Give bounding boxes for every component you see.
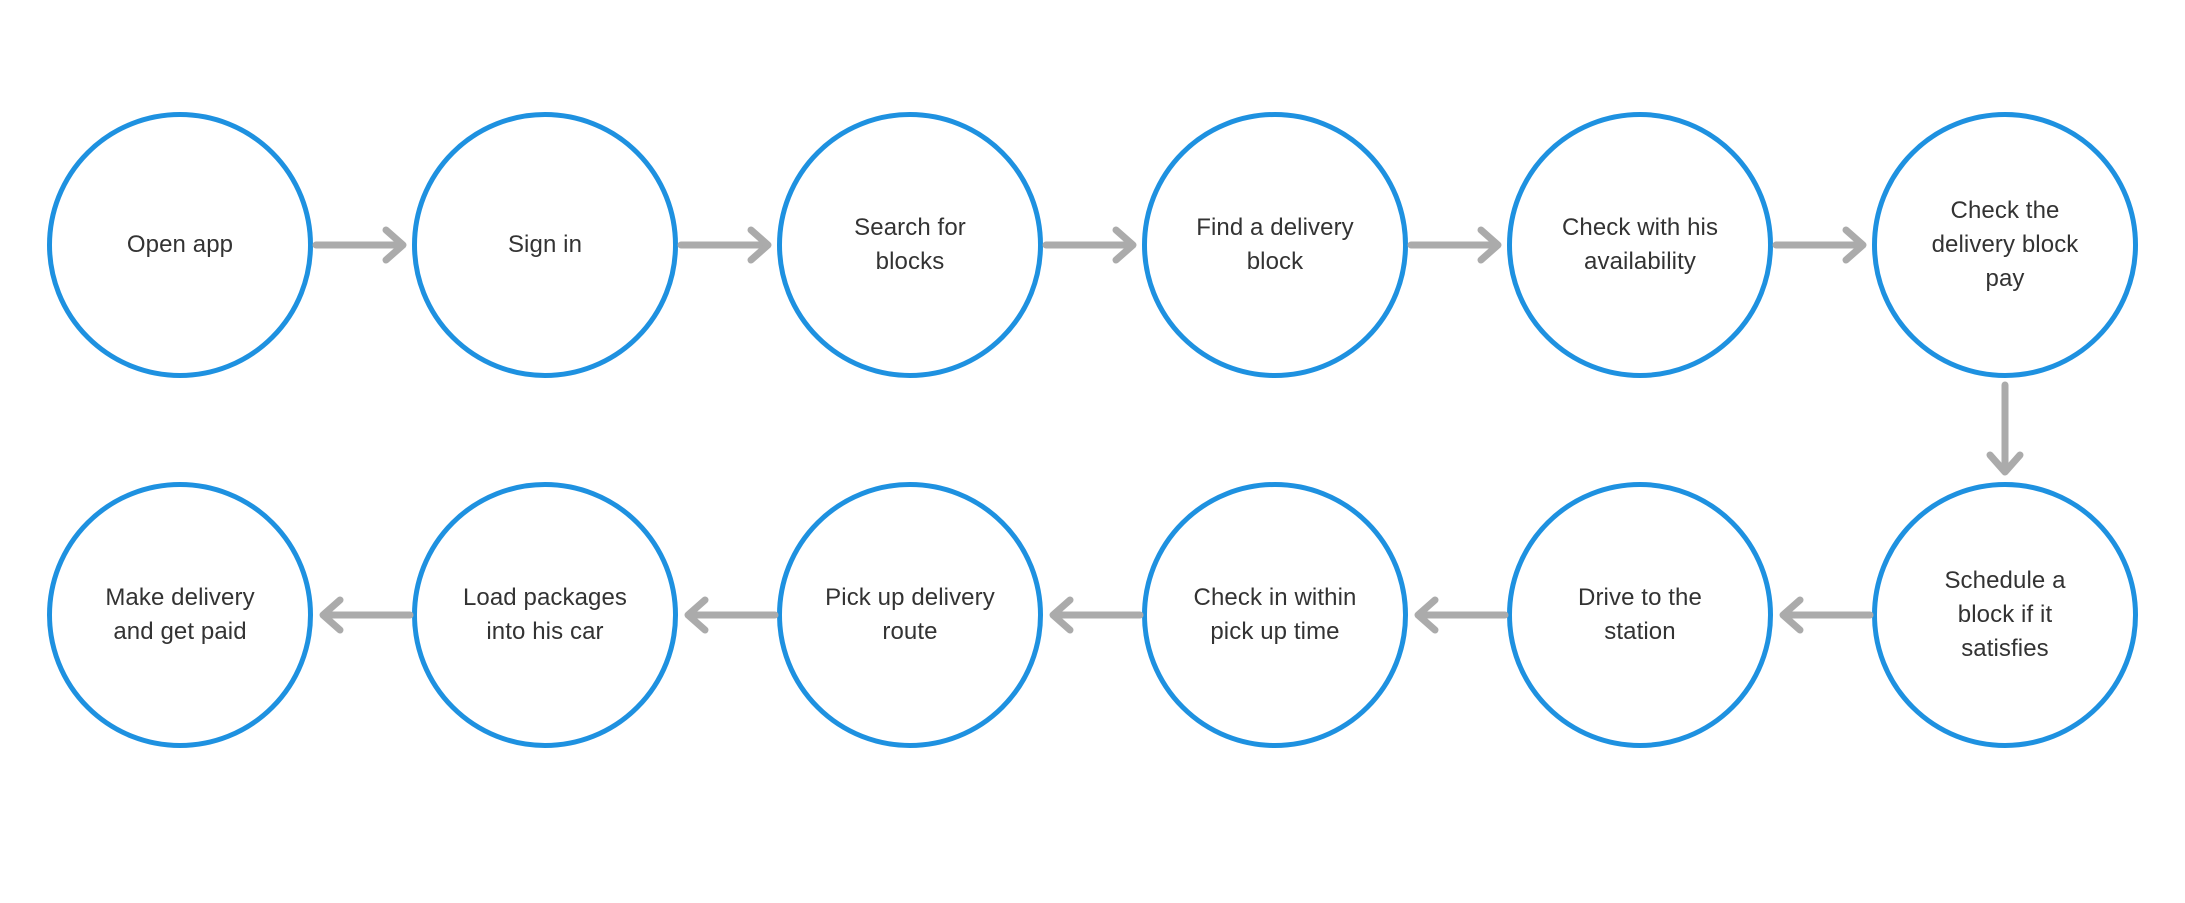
flow-node-load-packages-into-his-car[interactable]: Load packages into his car	[412, 482, 678, 748]
flow-node-pick-up-delivery-route[interactable]: Pick up delivery route	[777, 482, 1043, 748]
flow-node-make-delivery-and-get-paid[interactable]: Make delivery and get paid	[47, 482, 313, 748]
flow-node-label: Check the delivery block pay	[1931, 197, 2079, 292]
arrow-left-icon	[314, 596, 414, 634]
flow-node-open-app[interactable]: Open app	[47, 112, 313, 378]
arrow-right-icon	[1042, 226, 1142, 264]
flow-node-schedule-a-block-if-it-satisfies[interactable]: Schedule a block if it satisfies	[1872, 482, 2138, 748]
flow-node-search-for-blocks[interactable]: Search for blocks	[777, 112, 1043, 378]
flow-node-label: Drive to the station	[1578, 584, 1702, 645]
flow-node-label: Pick up delivery route	[825, 584, 995, 645]
arrow-right-icon	[1407, 226, 1507, 264]
flow-node-drive-to-the-station[interactable]: Drive to the station	[1507, 482, 1773, 748]
flow-node-find-a-delivery-block[interactable]: Find a delivery block	[1142, 112, 1408, 378]
arrow-right-icon	[677, 226, 777, 264]
arrow-down-icon	[1986, 381, 2024, 481]
flow-node-label: Check with his availability	[1561, 214, 1719, 275]
flow-node-check-in-within-pick-up-time[interactable]: Check in within pick up time	[1142, 482, 1408, 748]
arrow-right-icon	[1772, 226, 1872, 264]
flow-node-label: Check in within pick up time	[1193, 584, 1357, 645]
flow-node-label: Search for blocks	[854, 214, 966, 275]
flow-node-label: Load packages into his car	[462, 584, 628, 645]
arrow-right-icon	[312, 226, 412, 264]
flow-node-label: Sign in	[507, 231, 583, 258]
arrow-left-icon	[1409, 596, 1509, 634]
flow-node-check-the-delivery-block-pay[interactable]: Check the delivery block pay	[1872, 112, 2138, 378]
flow-node-label: Make delivery and get paid	[105, 584, 255, 645]
flow-node-label: Open app	[126, 231, 234, 258]
flow-node-check-with-his-availability[interactable]: Check with his availability	[1507, 112, 1773, 378]
arrow-left-icon	[679, 596, 779, 634]
arrow-left-icon	[1044, 596, 1144, 634]
flow-node-label: Schedule a block if it satisfies	[1944, 567, 2066, 662]
flow-node-label: Find a delivery block	[1196, 214, 1354, 275]
flow-node-sign-in[interactable]: Sign in	[412, 112, 678, 378]
arrow-left-icon	[1774, 596, 1874, 634]
